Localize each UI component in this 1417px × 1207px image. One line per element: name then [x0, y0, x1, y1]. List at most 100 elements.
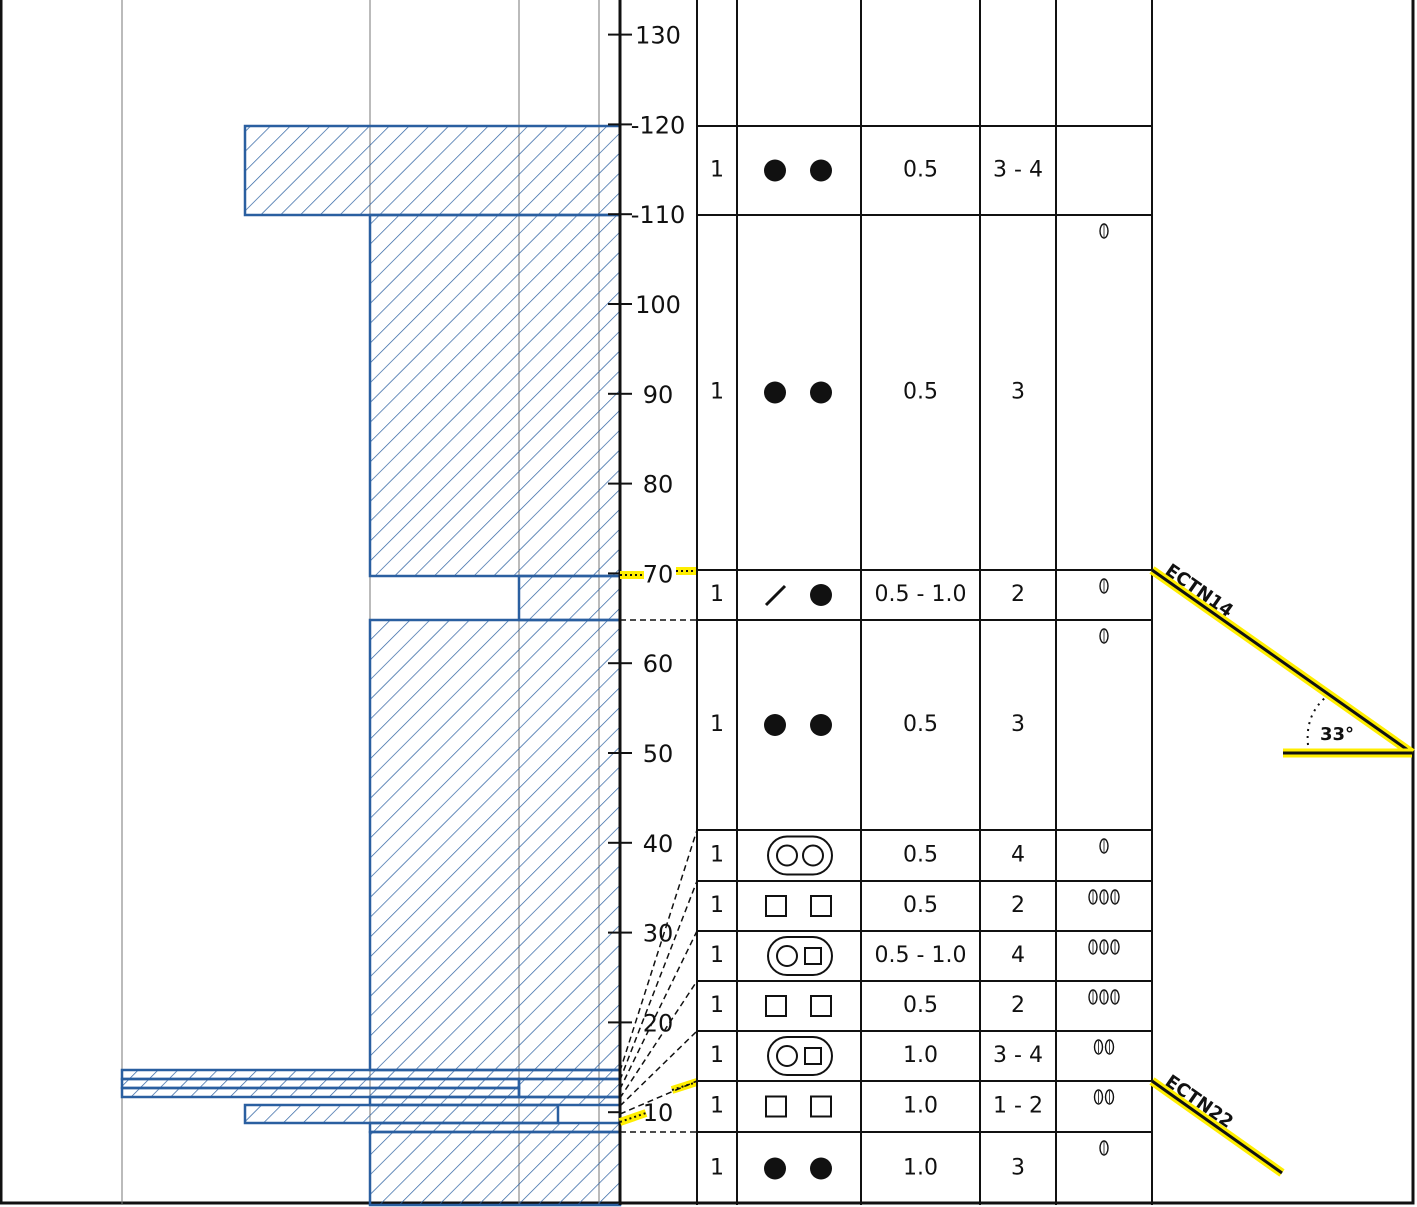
lithology-unit	[120, 1077, 521, 1090]
seed-mark-icon	[1099, 939, 1109, 955]
bed-size: 0.5	[903, 993, 938, 1018]
square-icon	[765, 1095, 787, 1118]
filled-dot-icon	[810, 1157, 832, 1180]
lithology-unit	[368, 618, 622, 1072]
bed-symbol	[765, 895, 832, 917]
lithology-unit	[243, 124, 622, 217]
bed-symbol	[764, 1157, 832, 1180]
seed-mark-icon	[1099, 838, 1109, 854]
bed-size: 1.0	[903, 1043, 938, 1068]
ring-icon	[802, 844, 824, 867]
seed-mark-icon	[1099, 578, 1109, 594]
bed-grade: 2	[1011, 993, 1025, 1018]
correlation-lines	[619, 829, 698, 1115]
bed-grade: 4	[1011, 843, 1025, 868]
filled-dot-icon	[764, 1157, 786, 1180]
seed-mark-icon	[1110, 939, 1120, 955]
bed-size: 0.5	[903, 843, 938, 868]
structure-label-ectn14: ECTN14	[1161, 560, 1237, 622]
filled-dot-icon	[810, 381, 832, 404]
bed-symbol	[767, 936, 833, 976]
square-icon	[804, 947, 822, 965]
tick-label: 50	[643, 740, 674, 768]
bed-count: 1	[710, 1094, 724, 1119]
square-icon	[765, 995, 787, 1017]
square-icon	[810, 1095, 832, 1118]
bed-size: 0.5	[903, 893, 938, 918]
bed-grade: 3	[1011, 1156, 1025, 1181]
lithology-unit	[368, 1121, 622, 1134]
bed-grade: 3 - 4	[993, 1043, 1043, 1068]
lithology-unit	[517, 574, 622, 622]
tick-label: 100	[635, 291, 681, 319]
bed-symbol	[765, 1095, 832, 1118]
tick-label: 40	[643, 830, 674, 858]
bed-grade: 1 - 2	[993, 1094, 1043, 1119]
structure-ectn22: ECTN22	[1149, 1071, 1285, 1177]
bed-table-grid	[620, 0, 1153, 1205]
structure-ectn14: 33° ECTN14	[1149, 560, 1415, 758]
lithology-unit	[517, 1077, 622, 1099]
bed-size: 0.5	[903, 158, 938, 183]
bed-count: 1	[710, 943, 724, 968]
tick-label: 130	[635, 22, 681, 50]
bed-size: 0.5 - 1.0	[875, 943, 967, 968]
tick-label: 30	[643, 920, 674, 948]
bed-count: 1	[710, 712, 724, 737]
bed-count: 1	[710, 1156, 724, 1181]
filled-dot-icon	[764, 159, 786, 182]
bed-count: 1	[710, 993, 724, 1018]
bed-size: 0.5	[903, 380, 938, 405]
correlation-line	[619, 829, 698, 1072]
tick-label: 80	[643, 471, 674, 499]
tick-label: 60	[643, 650, 674, 678]
lithology-unit	[368, 1130, 622, 1207]
ring-icon	[776, 1045, 798, 1067]
square-icon	[810, 995, 832, 1017]
bed-size: 0.5	[903, 712, 938, 737]
bed-grade: 3	[1011, 712, 1025, 737]
ring-icon	[776, 945, 798, 967]
bed-grade: 3 - 4	[993, 158, 1043, 183]
capsule-icon	[767, 835, 833, 876]
square-icon	[804, 1047, 822, 1065]
bed-symbol	[767, 835, 833, 876]
seed-mark-icon	[1099, 989, 1109, 1005]
lithology-unit	[243, 1103, 560, 1125]
seed-mark-icon	[1093, 1089, 1104, 1105]
filled-dot-icon	[810, 159, 832, 182]
bed-count: 1	[710, 158, 724, 183]
angle-label: 33°	[1320, 724, 1354, 745]
bed-grade: 3	[1011, 380, 1025, 405]
tick-label: -110	[631, 201, 685, 229]
lithology-unit	[368, 213, 622, 578]
correlation-line	[619, 1030, 698, 1107]
structure-label-ectn22: ECTN22	[1161, 1071, 1237, 1133]
seed-mark-icon	[1088, 939, 1098, 955]
tick-label: -120	[631, 111, 685, 139]
bed-grade: 2	[1011, 893, 1025, 918]
seed-mark-icon	[1088, 989, 1098, 1005]
seed-mark-icon	[1088, 889, 1098, 905]
bed-size: 0.5 - 1.0	[875, 582, 967, 607]
bed-count: 1	[710, 843, 724, 868]
seed-mark-icon	[1099, 889, 1109, 905]
seed-mark-icon	[1093, 1039, 1104, 1055]
bed-size: 1.0	[903, 1156, 938, 1181]
square-icon	[810, 895, 832, 917]
lithology-column	[120, 124, 622, 1207]
seed-mark-icon	[1099, 628, 1109, 644]
bed-symbol	[764, 714, 832, 736]
seed-mark-icon	[1110, 989, 1120, 1005]
correlation-line	[619, 980, 698, 1099]
